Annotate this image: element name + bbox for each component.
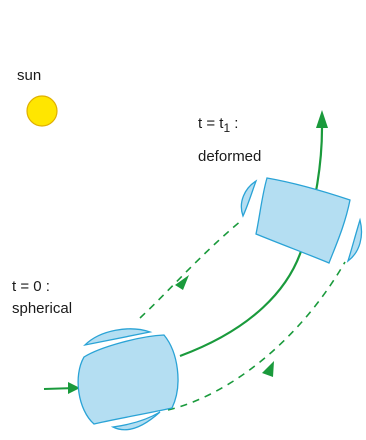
- dashed-path-upper: [140, 220, 242, 318]
- t-final-label: t = t1 :: [198, 115, 238, 135]
- sun-label: sun: [17, 67, 41, 84]
- t-final-state-label: deformed: [198, 148, 261, 165]
- t-initial-label: t = 0 :: [12, 278, 50, 295]
- initial-body: [78, 329, 178, 430]
- initial-body-cylinder: [78, 335, 178, 424]
- dashed-path-lower: [168, 262, 345, 410]
- deformed-body: [241, 178, 361, 263]
- t-initial-state-label: spherical: [12, 300, 72, 317]
- trajectory-arrowhead-top: [316, 110, 328, 128]
- deformed-body-left-cap: [241, 181, 256, 216]
- deformed-body-right-cap: [348, 220, 362, 261]
- dashed-lower-arrowhead: [262, 361, 274, 377]
- deformed-body-cylinder: [256, 178, 350, 263]
- sun-icon: [27, 96, 57, 126]
